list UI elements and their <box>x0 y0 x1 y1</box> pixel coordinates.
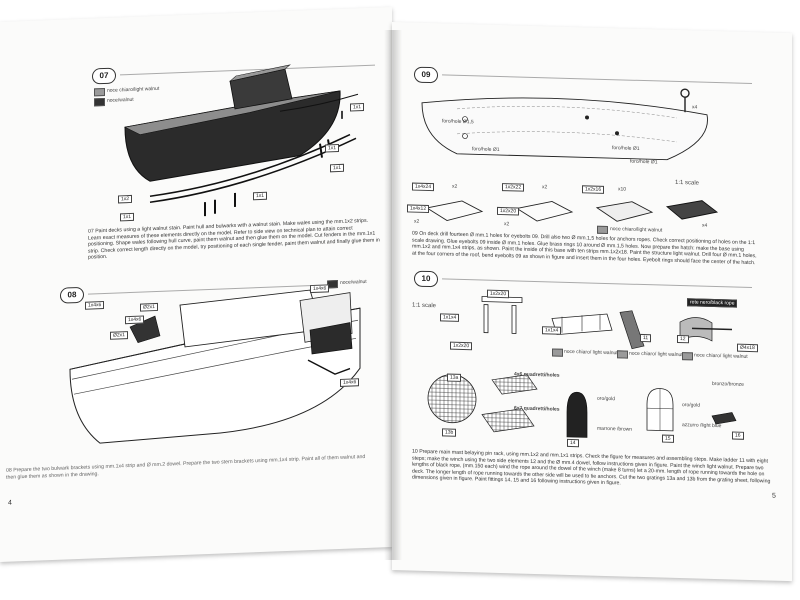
color-label: bronzo/bronze <box>712 380 744 388</box>
page-number: 4 <box>8 499 12 507</box>
step07-description: 07 Paint decks using a light walnut stai… <box>88 217 380 261</box>
divider <box>442 74 752 85</box>
part-tag: 1x2x22 <box>502 183 525 192</box>
color-label: marrone /brown <box>597 425 633 433</box>
part-tag: 13b <box>442 428 457 437</box>
part-tag: 14 <box>567 438 579 448</box>
right-page: 09 foro/hole Ø1,5 foro/hole Ø1 foro/hole… <box>392 22 792 582</box>
part-tag: 1x4x6 <box>85 300 105 310</box>
qty-label: x2 <box>542 184 548 191</box>
rope-label: rete nero/black rope <box>687 298 738 308</box>
step-badge-09: 09 <box>414 66 438 84</box>
part-tag: 11 <box>640 333 652 343</box>
hatch-assembly-09 <box>425 200 719 222</box>
swatch-light-walnut <box>94 87 105 97</box>
part-tag: 1x1 <box>253 191 268 201</box>
swatch-light-walnut <box>617 350 628 359</box>
color-label: azzurro /light blue <box>682 422 722 430</box>
part-tag: 1x1 <box>325 143 340 153</box>
deck-plan-09 <box>421 97 708 161</box>
hole-label: foro/hole Ø1 <box>612 145 640 152</box>
part-tag: 15 <box>662 434 674 443</box>
hole-label: foro/hole Ø1,5 <box>442 118 474 126</box>
hull-drawing-08 <box>69 289 361 444</box>
left-page: 07 noce chiaro/light walnut noce/walnut … <box>0 6 392 563</box>
part-tag: 16 <box>732 431 744 440</box>
part-tag: 1x4x12 <box>407 204 430 214</box>
part-tag: 1x2x16 <box>582 185 605 194</box>
part-tag: 1x2x20 <box>450 341 473 351</box>
part-tag: 1x2x20 <box>497 206 520 216</box>
part-tag: 1x4x6 <box>310 284 330 294</box>
part-tag: 13a <box>447 373 462 382</box>
qty-label: x4 <box>702 222 708 229</box>
scale-label: 1:1 scale <box>675 179 700 187</box>
part-tag: 1x1 <box>120 212 135 222</box>
part-tag: 1x2x20 <box>487 289 510 299</box>
hole-label: foro/hole Ø1 <box>472 146 500 154</box>
part-tag: 1x1 <box>330 163 345 173</box>
gratings-and-fittings-10 <box>427 374 737 438</box>
page-number: 5 <box>772 492 776 500</box>
part-tag: 1x4x6 <box>125 315 145 325</box>
part-tag: 1x1 <box>350 103 365 112</box>
qty-label: x2 <box>414 218 420 225</box>
part-tag: 1x4x6 <box>340 378 360 387</box>
part-tag: 1x4x24 <box>412 182 435 192</box>
swatch-light-walnut <box>597 225 608 235</box>
qty-label: x10 <box>618 186 627 193</box>
qty-label: x4 <box>692 104 698 111</box>
part-tag: Ø2x1 <box>140 302 158 312</box>
grating-label: 6x7 quadretti/holes <box>514 405 560 413</box>
color-label: oro/gold <box>597 395 616 403</box>
part-tag: Ø2x1 <box>110 331 128 340</box>
swatch-light-walnut <box>552 348 563 357</box>
part-tag: 12 <box>677 334 689 344</box>
qty-label: x2 <box>452 183 458 190</box>
part-tag: 1x1x4 <box>542 326 562 335</box>
grating-label: 4x6 quadretti/holes <box>514 371 560 379</box>
part-tag: 1x2 <box>118 194 133 204</box>
swatch-light-walnut <box>682 352 693 361</box>
legend-label: noce/walnut <box>340 278 367 286</box>
hull-drawing-07 <box>124 64 359 217</box>
part-tag: Ø4x18 <box>737 343 758 353</box>
eyebolt-icon <box>680 88 690 113</box>
hole-label: foro/hole Ø1 <box>630 158 658 166</box>
swatch-walnut <box>94 97 105 107</box>
spine-shadow <box>384 30 402 560</box>
qty-label: x2 <box>504 221 510 228</box>
part-tag: 1x1x4 <box>440 313 460 322</box>
color-label: oro/gold <box>682 402 701 409</box>
